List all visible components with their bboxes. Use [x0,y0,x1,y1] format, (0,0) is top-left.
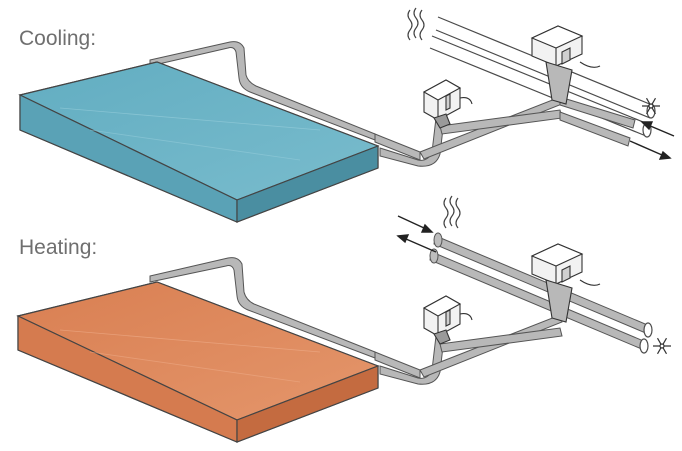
return-pipes [639,322,653,354]
valve-actuator-rear-icon [530,25,601,105]
valve-actuator-icon [422,79,473,129]
heating-label: Heating: [19,236,98,259]
cooling-section [18,7,675,223]
cooling-label: Cooling: [19,27,97,50]
heating-section [16,195,671,443]
valve-actuator-rear-icon [530,243,601,323]
heat-waves-icon [407,7,425,41]
valve-actuator-icon [422,295,473,345]
heating-panel [16,281,380,443]
flow-arrow-icon [396,215,437,253]
cooling-panel [18,61,380,223]
snowflake-icon [653,337,671,355]
flow-arrow-icon [629,121,675,160]
connection-pipes [149,41,636,167]
heat-waves-icon [443,195,461,229]
snowflake-icon [642,97,660,115]
connection-pipes [149,257,563,385]
